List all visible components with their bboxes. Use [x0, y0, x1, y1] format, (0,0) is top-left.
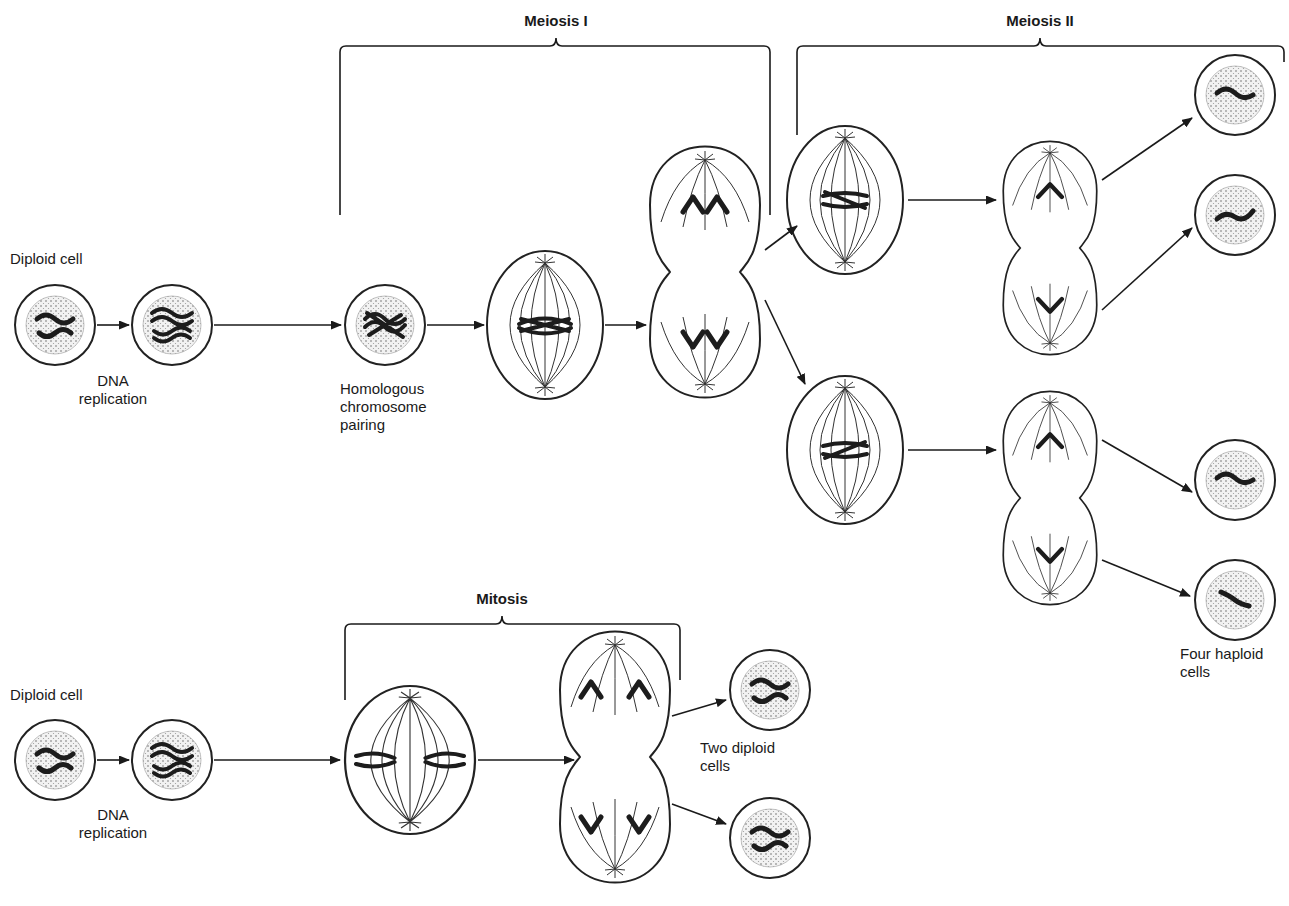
- meiosis-ii-bracket: [797, 38, 1284, 135]
- stage-label: Meiosis II: [960, 12, 1120, 30]
- spindle-cell: [787, 126, 903, 274]
- dividing-cell: [650, 147, 760, 398]
- haploid-cell: [1195, 560, 1275, 640]
- dividing-cell: [560, 632, 670, 883]
- pairing-cell: [345, 285, 425, 365]
- diploid-daughter-cell: [730, 798, 810, 878]
- haploid-cell: [1195, 440, 1275, 520]
- dividing-cell: [1003, 141, 1097, 354]
- dividing-cell: [1003, 391, 1097, 604]
- haploid-cell: [1195, 175, 1275, 255]
- replicated-cell: [132, 285, 212, 365]
- diploid-daughter-cell: [730, 650, 810, 730]
- stage-label: Mitosis: [422, 590, 582, 608]
- diploid-cell: [15, 720, 95, 800]
- cell-label: DNA replication: [70, 372, 156, 408]
- spindle-cell: [787, 376, 903, 524]
- diploid-cell: [15, 285, 95, 365]
- cell-label: Diploid cell: [10, 250, 140, 268]
- spindle-cell: [345, 686, 475, 834]
- replicated-cell: [132, 720, 212, 800]
- stage-label: Meiosis I: [476, 12, 636, 30]
- cell-label: Four haploid cells: [1180, 645, 1275, 681]
- spindle-cell: [487, 251, 603, 399]
- cell-label: DNA replication: [70, 806, 156, 842]
- cell-label: Homologous chromosome pairing: [340, 380, 452, 434]
- arrows: [97, 118, 1192, 824]
- cell-label: Diploid cell: [10, 686, 140, 704]
- haploid-cell: [1195, 55, 1275, 135]
- cell-label: Two diploid cells: [700, 739, 798, 775]
